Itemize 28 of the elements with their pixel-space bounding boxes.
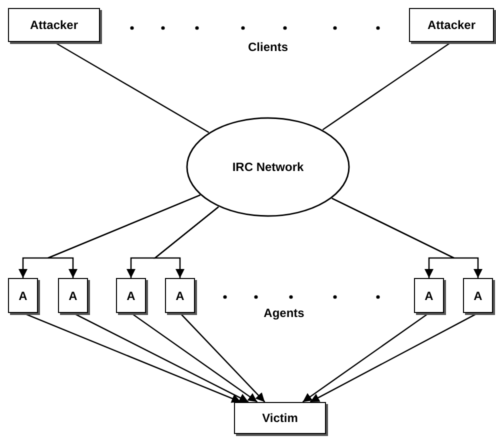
node-label: Attacker <box>427 18 476 32</box>
process-box <box>414 278 444 313</box>
node-label: A <box>176 288 184 302</box>
process-box <box>8 278 38 313</box>
group-label: Agents <box>264 306 304 320</box>
node-label: Attacker <box>30 18 78 32</box>
process-box <box>463 278 493 313</box>
process-box <box>234 402 326 434</box>
node-label: Victim <box>262 411 298 425</box>
arrow <box>180 312 266 402</box>
node-label: A <box>18 288 28 302</box>
network-ellipse <box>186 117 350 217</box>
node-label: A <box>474 288 482 302</box>
node-label: A <box>68 288 78 302</box>
process-box <box>58 278 88 313</box>
process-box <box>409 8 494 42</box>
process-box <box>165 278 195 313</box>
node-label: A <box>126 288 136 302</box>
node-label: A <box>424 288 434 302</box>
group-label: Clients <box>248 40 288 54</box>
arrow <box>332 198 483 278</box>
arrow <box>47 194 200 278</box>
arrow <box>302 312 430 403</box>
node-label: IRC Network <box>232 160 304 174</box>
process-box <box>8 8 100 42</box>
arrow <box>130 312 258 403</box>
process-box <box>116 278 146 313</box>
arrow <box>153 206 219 278</box>
